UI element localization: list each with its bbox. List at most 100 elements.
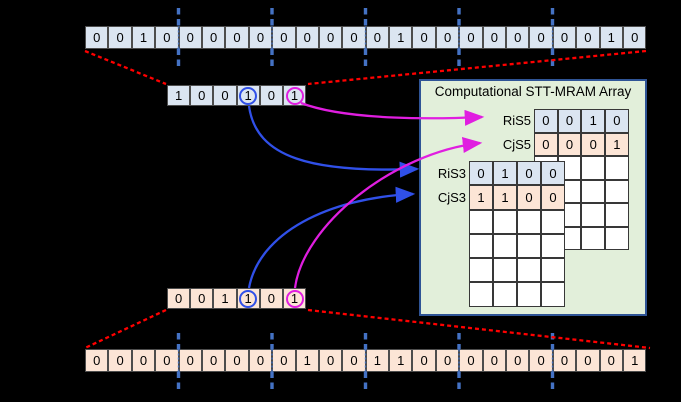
grid-row-label-ris5: RiS5 xyxy=(502,113,531,129)
mram-cell xyxy=(517,282,541,307)
bit-cell: 0 xyxy=(272,26,296,49)
bit-cell: 0 xyxy=(259,85,283,106)
mram-cell xyxy=(605,156,629,180)
mram-cell xyxy=(469,258,493,283)
mram-cell xyxy=(581,226,606,250)
bit-cell: 0 xyxy=(342,26,366,49)
mram-cell xyxy=(469,282,493,307)
mram-cell: 0 xyxy=(534,109,558,133)
bit-cell: 0 xyxy=(435,26,460,49)
circled-bit-mark-blue xyxy=(239,86,258,105)
bit-cell: 0 xyxy=(622,26,647,49)
mram-cell: 0 xyxy=(581,132,606,156)
bit-cell: 1 xyxy=(167,85,191,106)
grid-row-label-empty xyxy=(421,258,469,282)
bit-cell: 0 xyxy=(201,26,226,49)
mram-cell xyxy=(493,209,517,234)
bit-cell: 1 xyxy=(236,85,260,106)
bit-cell: 1 xyxy=(282,85,307,106)
bit-cell: 0 xyxy=(225,26,249,49)
mram-cell xyxy=(469,209,493,234)
bit-cell: 0 xyxy=(412,26,436,49)
mram-grid-row xyxy=(421,282,565,307)
bit-cell: 0 xyxy=(412,349,436,372)
mram-cell: 0 xyxy=(557,109,582,133)
bit-cell: 0 xyxy=(529,349,553,372)
bit-cell: 0 xyxy=(108,349,132,372)
mram-cell: 0 xyxy=(517,161,541,186)
mram-cell xyxy=(517,233,541,259)
bit-cell: 1 xyxy=(131,26,156,49)
bit-cell: 0 xyxy=(178,349,202,372)
grid-row-label-cjs5: CjS5 xyxy=(502,136,531,152)
mram-cell: 0 xyxy=(469,161,493,186)
mram-cell xyxy=(493,233,517,259)
bit-cell: 1 xyxy=(282,288,307,309)
expand-line-bottom-left xyxy=(84,308,167,350)
bit-cell: 0 xyxy=(576,26,600,49)
grid-row-label-empty xyxy=(421,282,469,306)
bit-cell: 0 xyxy=(529,26,553,49)
bit-cell: 0 xyxy=(506,349,530,372)
circled-bit-mark-magenta xyxy=(285,289,304,308)
bit-cell: 0 xyxy=(552,26,577,49)
bit-cell: 0 xyxy=(85,26,109,49)
bit-cell: 0 xyxy=(506,26,530,49)
bit-cell: 1 xyxy=(295,349,319,372)
bit-cell: 0 xyxy=(342,349,366,372)
mram-cell xyxy=(581,203,606,227)
grid-row-label-ris3: RiS3 xyxy=(437,165,466,181)
mram-cell xyxy=(517,258,541,283)
bit-cell: 0 xyxy=(190,288,214,309)
mram-cell: 0 xyxy=(541,161,565,186)
mram-cell: 1 xyxy=(493,161,517,186)
circled-bit-mark-blue xyxy=(239,289,258,308)
mram-cell xyxy=(541,258,565,283)
bit-cell: 0 xyxy=(155,26,179,49)
mram-cell: 0 xyxy=(541,185,565,210)
bit-cell: 0 xyxy=(201,349,226,372)
mram-cell xyxy=(541,282,565,307)
mram-cell xyxy=(493,282,517,307)
bit-cell: 0 xyxy=(318,349,343,372)
bit-cell: 0 xyxy=(225,349,249,372)
mram-cell: 0 xyxy=(517,185,541,210)
bit-cell: 0 xyxy=(167,288,191,309)
bit-cell: 0 xyxy=(318,26,343,49)
bit-cell: 0 xyxy=(272,349,296,372)
bit-cell: 1 xyxy=(389,26,413,49)
bit-cell: 0 xyxy=(365,26,390,49)
circled-bit-mark-magenta xyxy=(285,86,304,105)
grid-row-label-cjs3: CjS3 xyxy=(437,189,466,205)
link-curve-cjs3-blue xyxy=(247,186,416,289)
mram-cell: 1 xyxy=(605,132,629,156)
bit-cell: 1 xyxy=(365,349,390,372)
bit-cell: 1 xyxy=(389,349,413,372)
mram-grid-row xyxy=(421,209,565,234)
bit-cell: 0 xyxy=(459,349,483,372)
mram-grid-row xyxy=(421,233,565,259)
grid-row-label-empty xyxy=(421,210,469,234)
bit-cell: 1 xyxy=(213,288,237,309)
bit-cell: 0 xyxy=(435,349,460,372)
expand-line-top-left xyxy=(84,49,167,86)
mram-cell xyxy=(541,233,565,259)
bit-cell: 0 xyxy=(213,85,237,106)
bit-cell: 1 xyxy=(599,26,623,49)
bit-cell: 0 xyxy=(259,288,283,309)
bit-cell: 0 xyxy=(131,349,156,372)
mram-cell: 0 xyxy=(605,109,629,133)
mram-cell: 1 xyxy=(469,185,493,210)
bit-cell: 0 xyxy=(85,349,109,372)
bit-cell: 1 xyxy=(236,288,260,309)
bit-cell: 0 xyxy=(295,26,319,49)
bit-cell: 0 xyxy=(599,349,623,372)
mram-cell: 0 xyxy=(557,132,582,156)
